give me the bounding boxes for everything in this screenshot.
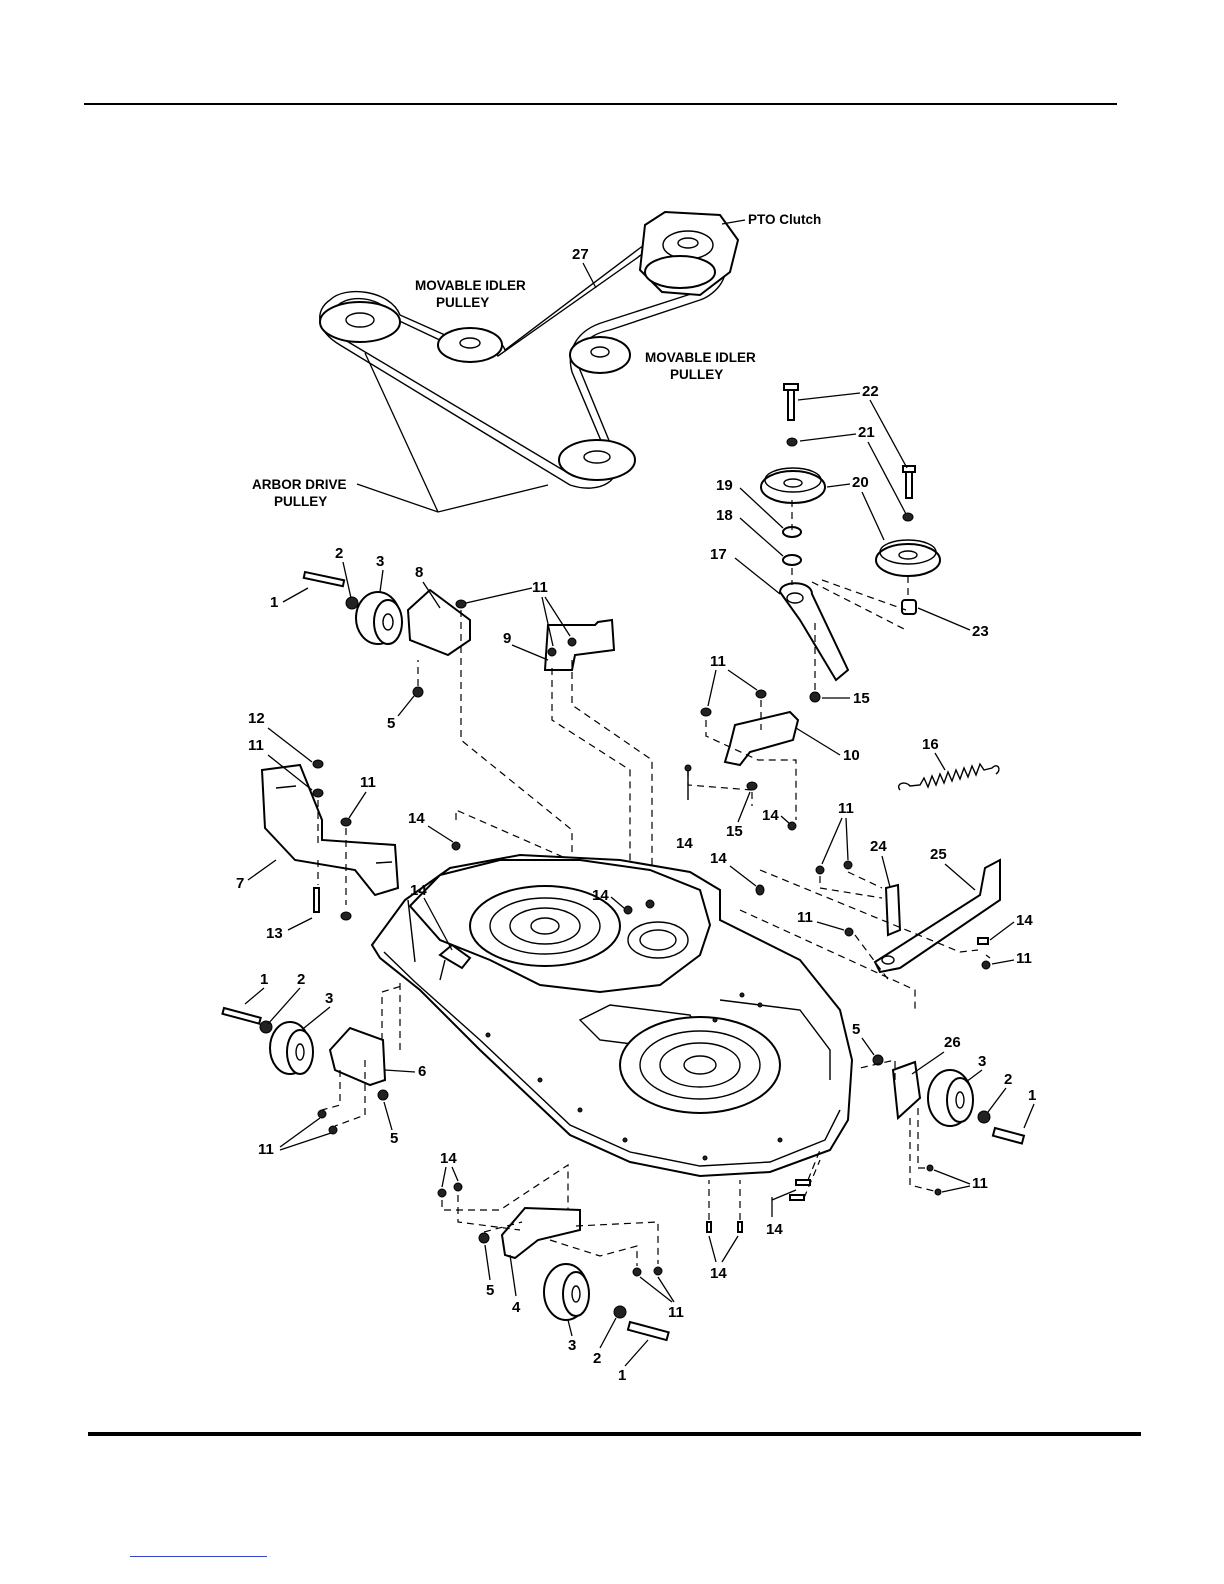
callout-8: 8 xyxy=(415,564,423,581)
callout-3-c: 3 xyxy=(978,1053,986,1070)
callout-12: 12 xyxy=(248,710,265,727)
bracket-7 xyxy=(262,760,398,920)
callout-17: 17 xyxy=(710,546,727,563)
label-pto-clutch: PTO Clutch xyxy=(748,212,821,227)
callout-11-f: 11 xyxy=(797,909,813,926)
callout-14-d: 14 xyxy=(710,850,727,867)
footer-link-underline[interactable] xyxy=(130,1556,267,1557)
callout-2-d: 2 xyxy=(593,1350,601,1367)
label-movable-idler-1-line1: MOVABLE IDLER xyxy=(415,278,526,293)
callout-5-a: 5 xyxy=(387,715,395,732)
callout-3-b: 3 xyxy=(325,990,333,1007)
gauge-wheel-right xyxy=(860,1055,1024,1195)
label-movable-idler-2-line2: PULLEY xyxy=(670,367,723,382)
callout-15-b: 15 xyxy=(726,823,743,840)
callout-11-c: 11 xyxy=(248,737,264,754)
callout-14-e: 14 xyxy=(1016,912,1033,929)
callout-11-i: 11 xyxy=(972,1175,988,1192)
callout-4: 4 xyxy=(512,1299,521,1316)
callout-1-a: 1 xyxy=(270,594,278,611)
callout-2-c: 2 xyxy=(1004,1071,1012,1088)
callout-6: 6 xyxy=(418,1063,426,1080)
callout-14-a: 14 xyxy=(408,810,425,827)
callout-14-j: 14 xyxy=(710,1265,727,1282)
bolt-22 xyxy=(788,388,794,420)
callout-14-g: 14 xyxy=(410,882,427,899)
spacer-23 xyxy=(902,600,916,614)
callout-11-h: 11 xyxy=(258,1141,274,1158)
label-movable-idler-2-line1: MOVABLE IDLER xyxy=(645,350,756,365)
callout-14-b: 14 xyxy=(676,835,693,852)
bracket-10 xyxy=(685,690,798,830)
callout-5-b: 5 xyxy=(390,1130,398,1147)
callout-26: 26 xyxy=(944,1034,961,1051)
callout-14-h: 14 xyxy=(766,1221,783,1238)
mower-deck xyxy=(372,855,852,1176)
callout-20: 20 xyxy=(852,474,869,491)
callout-21: 21 xyxy=(858,424,875,441)
callout-27: 27 xyxy=(572,246,589,263)
idler-bracket-assembly xyxy=(761,384,940,702)
callout-23: 23 xyxy=(972,623,989,640)
gauge-wheel-front xyxy=(438,1165,669,1340)
label-arbor-drive-line2: PULLEY xyxy=(274,494,327,509)
callout-2-b: 2 xyxy=(297,971,305,988)
bracket-4 xyxy=(502,1208,580,1258)
idler-pulley-right xyxy=(570,337,630,373)
bracket-26 xyxy=(893,1062,920,1118)
callout-14-c: 14 xyxy=(762,807,779,824)
callout-14-i: 14 xyxy=(440,1150,457,1167)
callout-1-b: 1 xyxy=(260,971,268,988)
callout-19: 19 xyxy=(716,477,733,494)
callout-16: 16 xyxy=(922,736,939,753)
gauge-wheel-left xyxy=(222,980,405,1134)
callout-10: 10 xyxy=(843,747,860,764)
callout-14-f: 14 xyxy=(592,887,609,904)
bracket-24 xyxy=(886,885,900,935)
callout-11-d: 11 xyxy=(360,774,376,791)
callout-18: 18 xyxy=(716,507,733,524)
arbor-pulley-bottom xyxy=(559,440,635,480)
idler-pulley-left xyxy=(438,328,502,362)
callout-5-d: 5 xyxy=(486,1282,494,1299)
callout-1-c: 1 xyxy=(1028,1087,1036,1104)
callout-1-d: 1 xyxy=(618,1367,626,1384)
label-arbor-drive-line1: ARBOR DRIVE xyxy=(252,477,347,492)
callout-11-j: 11 xyxy=(668,1304,684,1321)
callout-3-d: 3 xyxy=(568,1337,576,1354)
callout-2-a: 2 xyxy=(335,545,343,562)
bracket-6 xyxy=(330,1028,385,1085)
spring-16 xyxy=(899,764,999,790)
callout-7: 7 xyxy=(236,875,244,892)
callout-5-c: 5 xyxy=(852,1021,860,1038)
callout-11-g: 11 xyxy=(1016,950,1032,967)
callout-11-b: 11 xyxy=(710,653,726,670)
callout-25: 25 xyxy=(930,846,947,863)
callout-15-top: 15 xyxy=(853,690,870,707)
callout-3-a: 3 xyxy=(376,553,384,570)
callout-11-a: 11 xyxy=(532,579,548,596)
callout-11-e: 11 xyxy=(838,800,854,817)
callout-22: 22 xyxy=(862,383,879,400)
callout-24: 24 xyxy=(870,838,887,855)
arbor-pulley-left xyxy=(320,302,400,342)
idler-arm-17 xyxy=(780,583,848,680)
callout-9: 9 xyxy=(503,630,511,647)
label-movable-idler-1-line2: PULLEY xyxy=(436,295,489,310)
callout-13: 13 xyxy=(266,925,283,942)
